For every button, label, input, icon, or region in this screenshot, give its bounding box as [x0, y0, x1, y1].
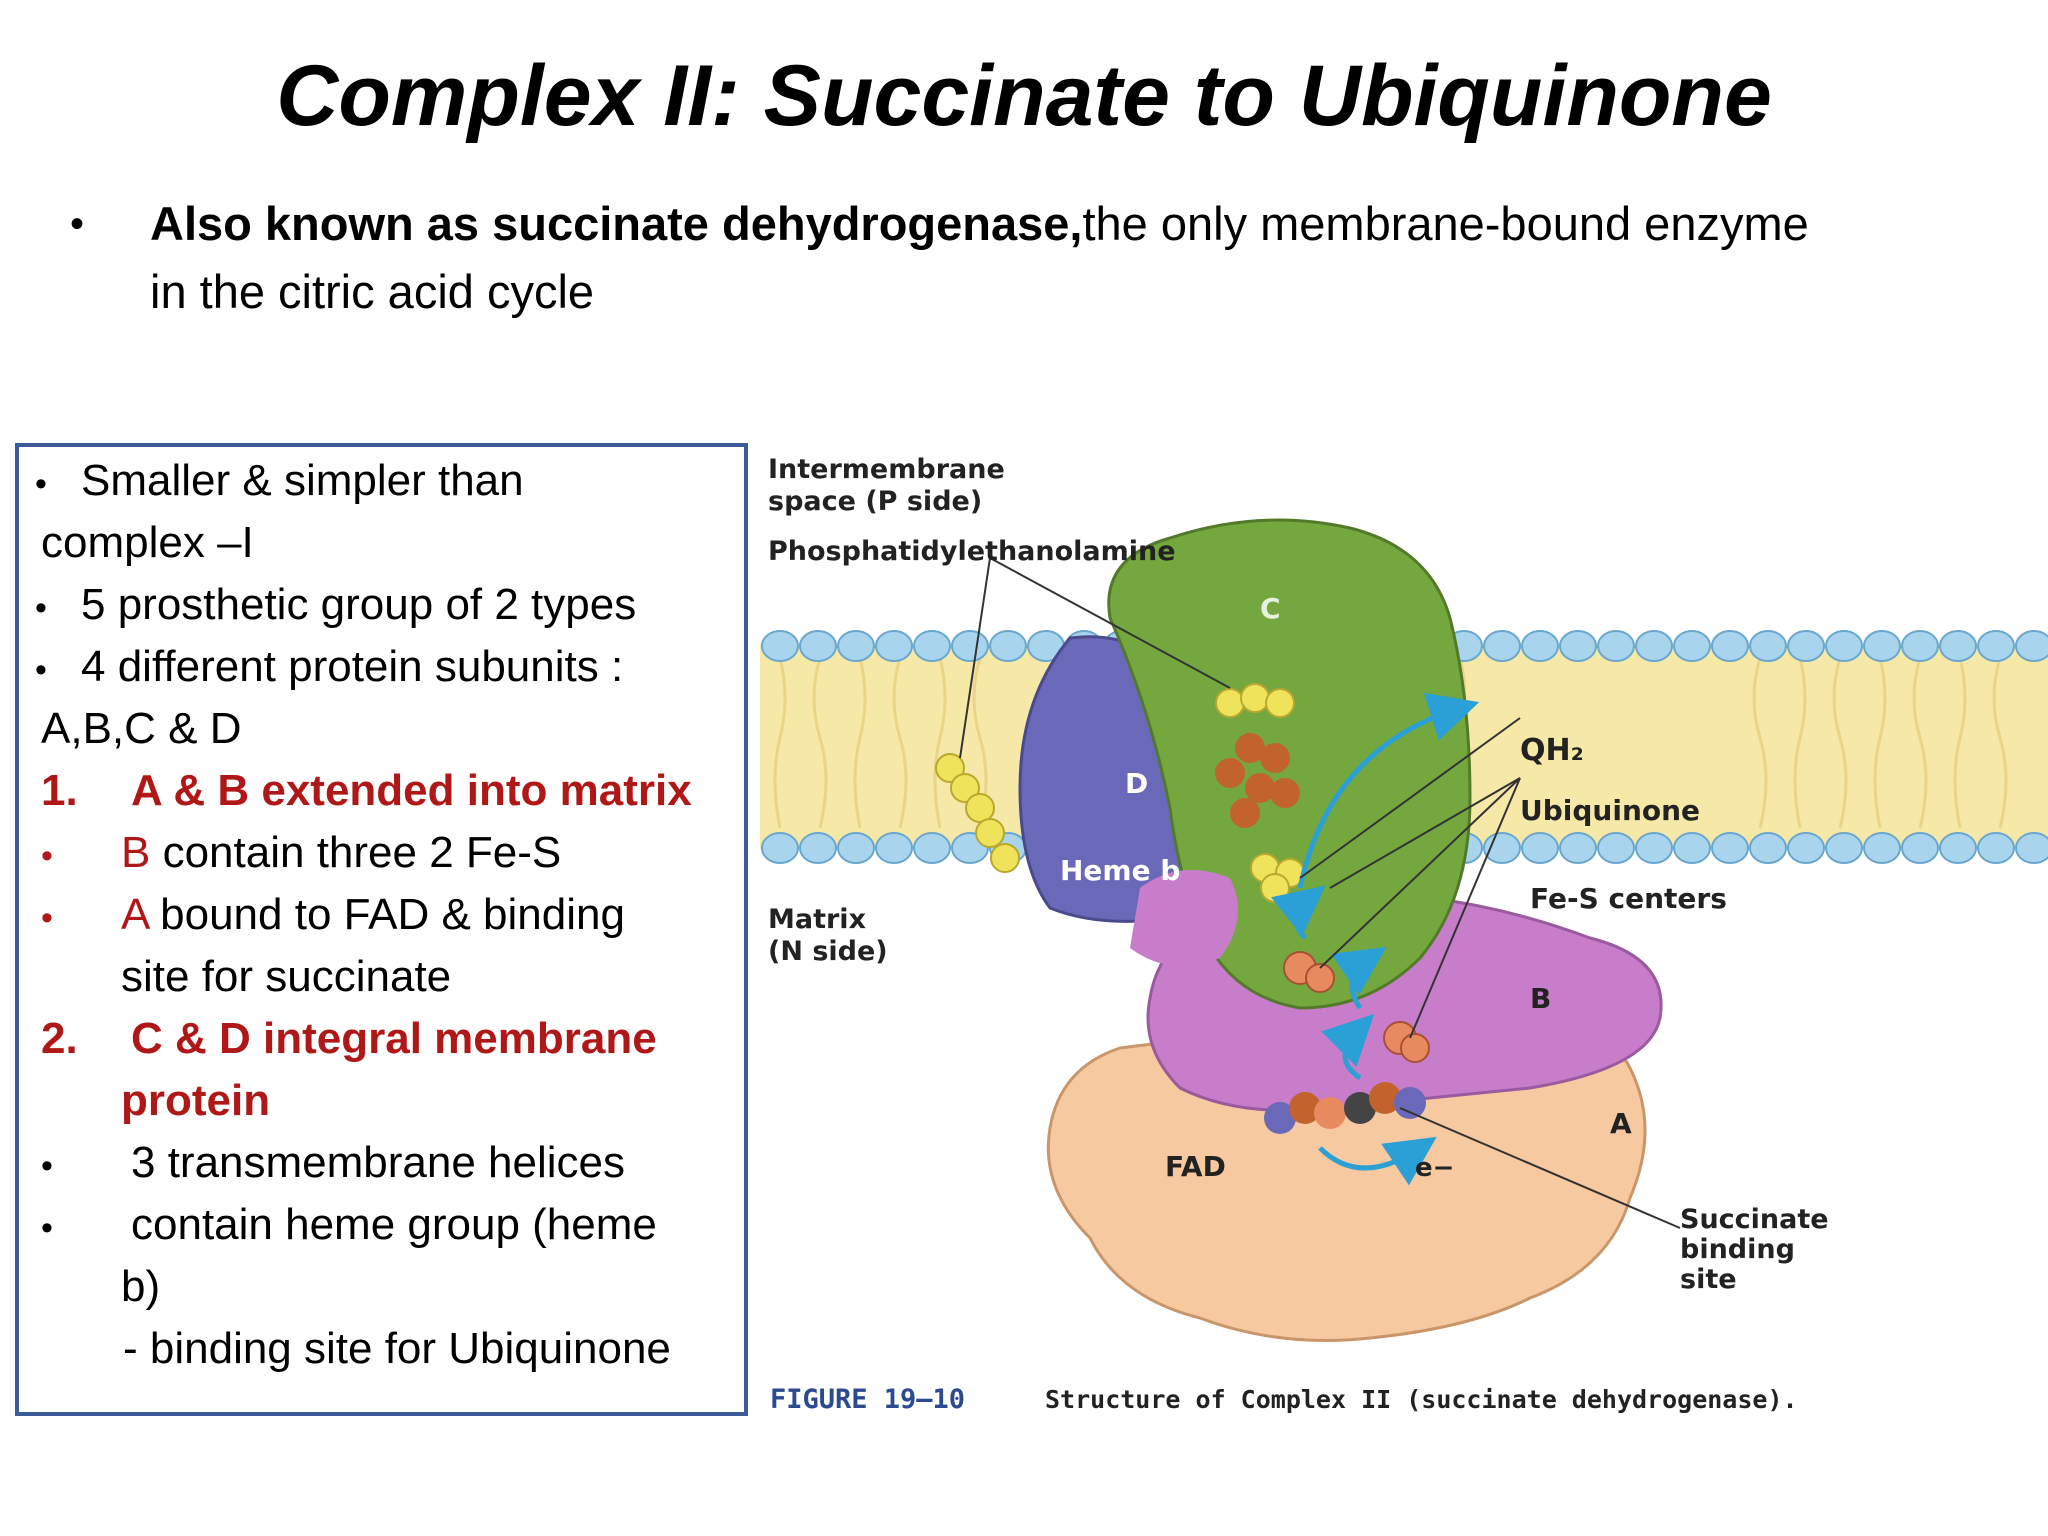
box-line: b) — [121, 1262, 161, 1311]
lipid-headgroup — [761, 630, 799, 662]
box-line: 1.A & B extended into matrix — [41, 766, 692, 815]
intro-bold: Also known as succinate dehydrogenase, — [150, 197, 1083, 250]
lipid-headgroup — [837, 630, 875, 662]
heme-b-cluster — [1215, 733, 1300, 828]
lipid-headgroup — [1901, 832, 1939, 864]
intro-line-1: Also known as succinate dehydrogenase,th… — [150, 190, 1990, 258]
lipid-headgroup — [799, 832, 837, 864]
lipid-headgroup — [1749, 832, 1787, 864]
lipid-headgroup — [1559, 630, 1597, 662]
label-p-side: space (P side) — [768, 486, 982, 517]
lipid-headgroup — [1863, 630, 1901, 662]
lipid-headgroup — [989, 630, 1027, 662]
lipid-headgroup — [1787, 630, 1825, 662]
figure-number: FIGURE 19–10 — [770, 1384, 965, 1415]
label-subunit-c: C — [1260, 592, 1281, 625]
fad-cluster — [1264, 1082, 1426, 1134]
label-subunit-d: D — [1125, 767, 1148, 800]
label-electron: e− — [1415, 1153, 1454, 1183]
electron-arrows — [1270, 692, 1480, 1186]
lipid-headgroup — [1597, 832, 1635, 864]
box-line: protein — [121, 1076, 271, 1125]
lipid-headgroup — [837, 832, 875, 864]
lipid-headgroup — [1673, 832, 1711, 864]
lipid-headgroup — [1711, 832, 1749, 864]
bullet-dot: • — [70, 202, 85, 246]
summary-box: •Smaller & simpler than complex –I •5 pr… — [15, 443, 748, 1416]
lipid-headgroup — [1521, 630, 1559, 662]
label-fad: FAD — [1165, 1150, 1226, 1183]
box-line: •B contain three 2 Fe-S — [41, 828, 562, 877]
subunit-b-loop — [1130, 870, 1238, 966]
lipid-headgroup — [951, 630, 989, 662]
label-n-side: (N side) — [768, 936, 888, 967]
label-intermembrane: Intermembrane — [768, 454, 1005, 485]
label-site: site — [1680, 1264, 1737, 1295]
label-matrix: Matrix — [768, 904, 866, 935]
lipid-headgroup — [1939, 630, 1977, 662]
lipid-headgroup — [1673, 630, 1711, 662]
lipid-headgroup — [1901, 630, 1939, 662]
box-line: •5 prosthetic group of 2 types — [35, 580, 637, 629]
lipid-headgroup — [1977, 630, 2015, 662]
lipid-headgroup — [1559, 832, 1597, 864]
leader-lines — [959, 557, 1681, 1229]
lipid-headgroup — [913, 630, 951, 662]
label-heme-b: Heme b — [1060, 854, 1180, 887]
lipid-headgroup — [761, 832, 799, 864]
box-line: •A bound to FAD & binding — [41, 890, 625, 939]
label-ubiquinone: Ubiquinone — [1520, 794, 1700, 827]
lipid-headgroup — [1863, 832, 1901, 864]
figure-caption: Structure of Complex II (succinate dehyd… — [1045, 1385, 1798, 1414]
label-succinate: Succinate — [1680, 1204, 1829, 1235]
lipid-headgroup — [875, 630, 913, 662]
box-line: - binding site for Ubiquinone — [123, 1324, 671, 1373]
box-line: complex –I — [41, 518, 254, 567]
box-line: •Smaller & simpler than — [35, 456, 524, 505]
box-line: A,B,C & D — [41, 704, 242, 753]
lipid-headgroup — [1635, 630, 1673, 662]
intro-line-2: in the citric acid cycle — [150, 265, 595, 318]
lipid-headgroup — [1483, 630, 1521, 662]
slide-title: Complex II: Succinate to Ubiquinone — [276, 48, 1772, 144]
lipid-headgroup — [1787, 832, 1825, 864]
box-line: •4 different protein subunits : — [35, 642, 624, 691]
pe-lipid-cluster — [935, 753, 1020, 873]
box-line: •3 transmembrane helices — [41, 1138, 626, 1187]
lipid-headgroup — [1749, 630, 1787, 662]
lipid-headgroup — [1977, 832, 2015, 864]
lipid-headgroup — [913, 832, 951, 864]
lipid-headgroup — [875, 832, 913, 864]
label-fes-centers: Fe-S centers — [1530, 882, 1727, 915]
lipid-headgroup — [799, 630, 837, 662]
lipid-headgroup — [1825, 832, 1863, 864]
label-qh2: QH₂ — [1520, 733, 1584, 768]
complex-ii-figure: Intermembrane space (P side) Phosphatidy… — [760, 454, 2048, 1415]
lipid-headgroup — [1521, 832, 1559, 864]
fes-clusters — [1283, 951, 1430, 1063]
box-line: site for succinate — [121, 952, 452, 1001]
lipid-headgroup — [1939, 832, 1977, 864]
box-line: 2.C & D integral membrane — [41, 1014, 657, 1063]
lipid-headgroup — [1635, 832, 1673, 864]
lipid-headgroup — [1711, 630, 1749, 662]
label-subunit-b: B — [1530, 982, 1551, 1015]
label-pe: Phosphatidylethanolamine — [768, 536, 1176, 567]
lipid-headgroup — [2015, 630, 2048, 662]
lipid-headgroup — [1597, 630, 1635, 662]
label-binding: binding — [1680, 1234, 1795, 1265]
intro-bullet: • Also known as succinate dehydrogenase,… — [70, 190, 1990, 326]
label-subunit-a: A — [1610, 1107, 1632, 1140]
box-line: •contain heme group (heme — [41, 1200, 657, 1249]
lipid-headgroup — [1825, 630, 1863, 662]
lipid-headgroup — [2015, 832, 2048, 864]
intro-rest: the only membrane-bound enzyme — [1082, 197, 1809, 250]
